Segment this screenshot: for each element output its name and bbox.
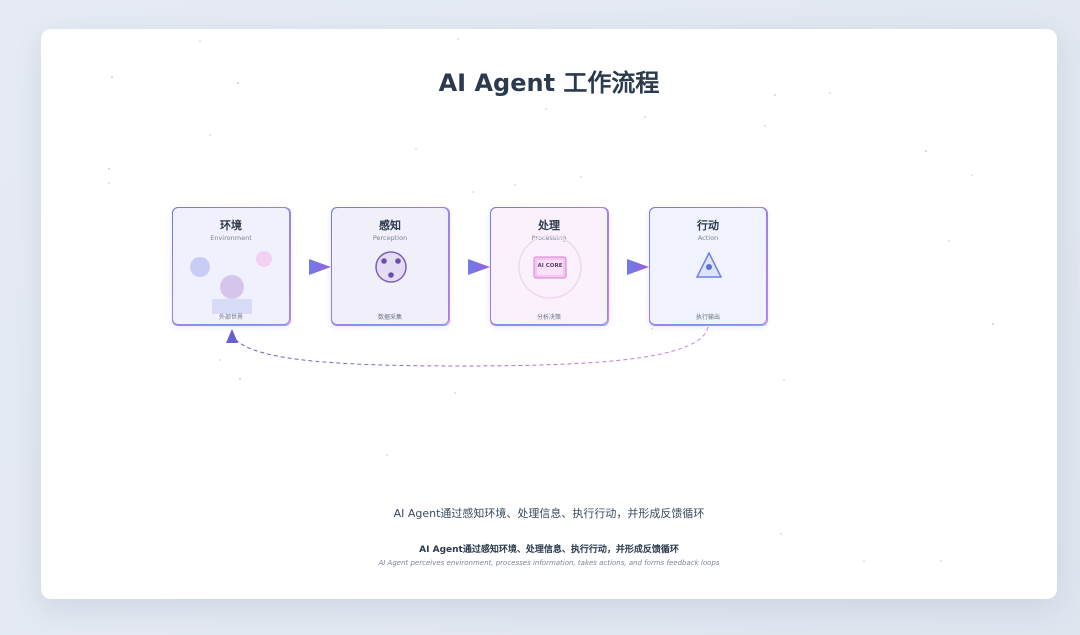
diagram-card: AI Agent 工作流程 环境 Environment 外部世界 感知 Per… bbox=[41, 29, 1057, 599]
stage-caption: 分析决策 bbox=[536, 314, 561, 321]
caption-chinese: AI Agent通过感知环境、处理信息、执行行动，并形成反馈循环 bbox=[419, 545, 679, 555]
stage-subtitle: Perception bbox=[372, 234, 408, 242]
stage-action: 行动 Action 执行输出 bbox=[649, 207, 767, 325]
stage-title: 感知 bbox=[379, 219, 401, 232]
diagram-title: AI Agent 工作流程 bbox=[438, 69, 660, 97]
stage-caption: 数据采集 bbox=[377, 314, 402, 321]
summary-text: AI Agent通过感知环境、处理信息、执行行动，并形成反馈循环 bbox=[393, 507, 705, 520]
ai-core-icon bbox=[518, 235, 582, 299]
stage-title: 环境 bbox=[220, 219, 242, 232]
feedback-loop-arrow bbox=[226, 326, 709, 367]
triangle-action-icon bbox=[695, 251, 723, 278]
stage-subtitle: Processing bbox=[531, 234, 567, 242]
stage-perception: 感知 Perception 数据采集 bbox=[331, 207, 449, 325]
ai-core-label: AI CORE bbox=[537, 263, 563, 269]
stage-caption: 执行输出 bbox=[695, 314, 720, 321]
stage-environment: 环境 Environment 外部世界 bbox=[172, 207, 290, 325]
flow-arrow-icon bbox=[627, 259, 649, 275]
flow-arrow-icon bbox=[468, 259, 490, 275]
background-dots bbox=[108, 38, 994, 562]
stage-subtitle: Action bbox=[697, 234, 719, 242]
flow-arrow-icon bbox=[309, 259, 331, 275]
stage-caption: 外部世界 bbox=[218, 314, 243, 321]
stage-subtitle: Environment bbox=[210, 234, 252, 242]
workflow-stage: 环境 Environment 外部世界 感知 Perception 数据采集 bbox=[41, 29, 1057, 599]
stage-title: 处理 bbox=[538, 219, 560, 232]
stage-title: 行动 bbox=[697, 219, 719, 232]
stage-processing: 处理 Processing AI CORE 分析决策 bbox=[490, 207, 608, 325]
sensor-icon bbox=[375, 251, 407, 283]
environment-shapes-icon bbox=[190, 251, 272, 314]
caption-english: AI Agent perceives environment, processe… bbox=[378, 559, 720, 567]
